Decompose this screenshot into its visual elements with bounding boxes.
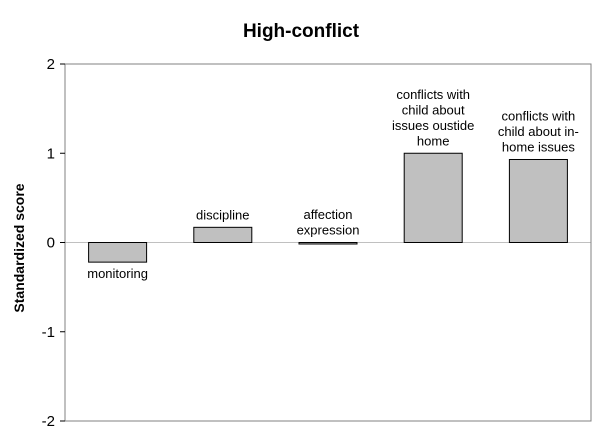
bar-label: child about — [402, 102, 465, 117]
bar-label: affection — [304, 207, 353, 222]
chart-title: High-conflict — [243, 21, 360, 42]
bar-label: conflicts with — [502, 108, 576, 123]
bar — [88, 242, 148, 263]
bar-label: home issues — [502, 139, 575, 154]
bar-label: expression — [297, 223, 360, 238]
bar — [508, 158, 568, 243]
y-tick-label: -2 — [42, 413, 55, 430]
y-tick-label: 1 — [47, 145, 55, 162]
bar-label: child about in- — [498, 124, 579, 139]
y-tick-label: 0 — [47, 235, 55, 252]
bar-label: discipline — [196, 207, 249, 222]
bar-label: monitoring — [87, 266, 148, 281]
plot-area: 2 1 0 -1 -2 monitoring discipline affectionexpr… — [42, 56, 592, 430]
bar-label: issues oustide — [392, 118, 474, 133]
bar — [193, 226, 253, 243]
bar — [403, 152, 463, 243]
y-axis-label: Standardized score — [11, 183, 27, 312]
y-tick-label: -1 — [42, 324, 55, 341]
bar-label: home — [417, 133, 450, 148]
bar-label: conflicts with — [396, 87, 470, 102]
y-tick-label: 2 — [47, 56, 55, 73]
bar — [298, 242, 358, 245]
